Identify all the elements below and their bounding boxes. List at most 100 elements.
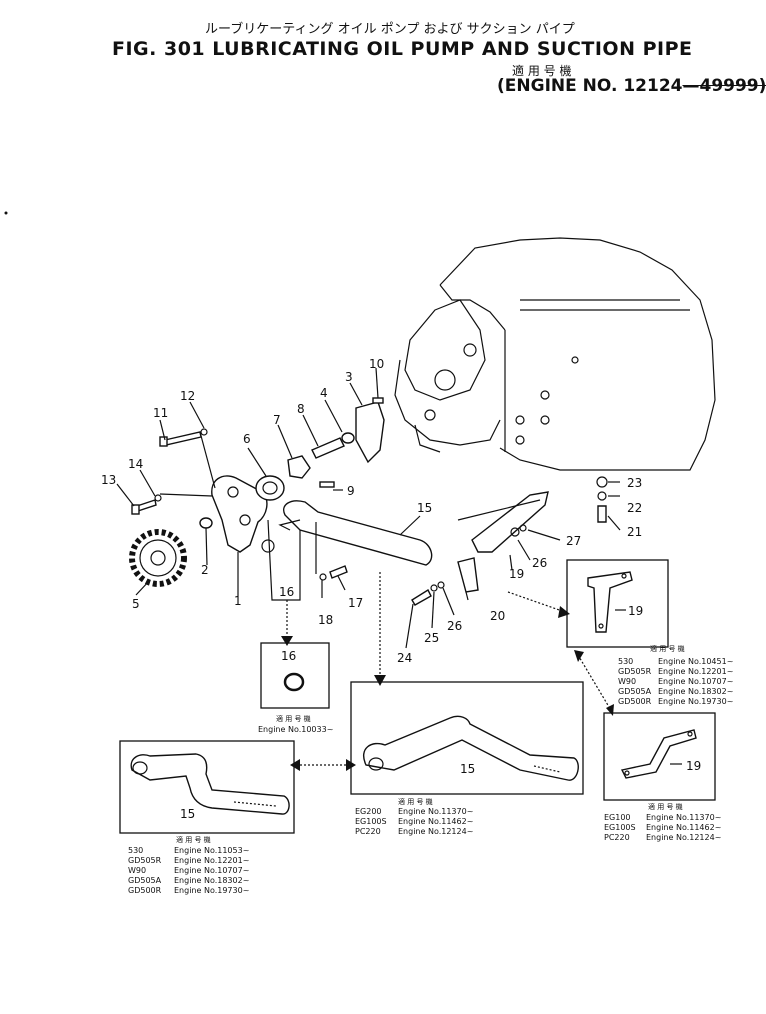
title-japanese: ルーブリケーティング オイル ポンプ および サクション パイプ: [205, 22, 575, 37]
o-ring-drawing: [283, 672, 305, 692]
applicable-label: 適 用 号 機: [512, 64, 572, 78]
engine-range: (ENGINE NO. 12124—49999): [497, 76, 766, 96]
bracket_top-row-2-model: W90: [618, 677, 636, 686]
pipe-center-drawing: [363, 715, 579, 781]
callout-11: 11: [153, 406, 168, 420]
engine-range-end: —49999): [682, 76, 766, 96]
bracket_top-row-1-model: GD505R: [618, 667, 652, 676]
pipe_center-row-1-engine: Engine No.11462~: [398, 817, 473, 826]
inset-pipe-center-applicable-label: 適 用 号 機: [398, 797, 433, 806]
washer-18: [319, 573, 327, 581]
bushing: [341, 432, 355, 444]
bracket_top-row-4-engine: Engine No.19730~: [658, 697, 733, 706]
callout-23: 23: [627, 476, 642, 490]
callout-9: 9: [347, 484, 355, 498]
inset-o-ring: 16 適 用 号 機 Engine No.10033~: [258, 642, 333, 734]
washer-26b: [510, 527, 520, 537]
bracket_top-row-2-engine: Engine No.10707~: [658, 677, 733, 686]
washer-25: [430, 584, 438, 592]
bracket_bottom-row-1-model: EG100S: [604, 823, 636, 832]
bolt-24: [411, 588, 432, 606]
callout-1: 1: [234, 594, 242, 608]
bracket_top-row-3-model: GD505A: [618, 687, 652, 696]
bracket-bottom-drawing: [620, 729, 697, 779]
inset-bracket-bottom-table: EG100 Engine No.11370~ EG100S Engine No.114…: [604, 813, 721, 842]
washer-14: [154, 494, 162, 502]
callout-14: 14: [128, 457, 143, 471]
pipe_left-row-1-model: GD505R: [128, 856, 162, 865]
bracket_bottom-row-2-model: PC220: [604, 833, 630, 842]
bracket_bottom-row-0-model: EG100: [604, 813, 631, 822]
washer-12: [200, 428, 208, 436]
rotor-pin: [319, 481, 335, 488]
inset-bracket-top-frame: [566, 559, 669, 648]
callout-13: 13: [101, 473, 116, 487]
bracket_top-row-3-engine: Engine No.18302~: [658, 687, 733, 696]
margin-dot: [4, 211, 8, 215]
callout-6: 6: [243, 432, 251, 446]
figure-title: FIG. 301 LUBRICATING OIL PUMP AND SUCTIO…: [112, 38, 693, 60]
clamp-20: [457, 557, 479, 593]
inset-pipe-left-part: 15: [180, 807, 195, 821]
washer-22: [597, 491, 607, 501]
inset-o-ring-engine-note: Engine No.10033~: [258, 725, 333, 734]
callout-15: 15: [417, 501, 432, 515]
bracket_bottom-row-0-engine: Engine No.11370~: [646, 813, 721, 822]
pipe_left-row-3-model: GD505A: [128, 876, 162, 885]
pipe_center-row-0-model: EG200: [355, 807, 382, 816]
bracket_top-row-0-engine: Engine No.10451~: [658, 657, 733, 666]
washer-23: [596, 476, 608, 488]
callout-12: 12: [180, 389, 195, 403]
bracket-19: [471, 491, 549, 553]
bracket_top-row-4-model: GD500R: [618, 697, 652, 706]
washer-26: [437, 581, 445, 589]
inset-bracket-bottom-frame: [603, 712, 716, 801]
inset-o-ring-frame: [260, 642, 330, 709]
bolt-21: [597, 505, 607, 523]
inset-pipe-center-part: 15: [460, 762, 475, 776]
pipe_left-row-2-engine: Engine No.10707~: [174, 866, 249, 875]
callout-20: 20: [490, 609, 505, 623]
bracket_bottom-row-2-engine: Engine No.12124~: [646, 833, 721, 842]
inset-bracket-top-table: 530 Engine No.10451~ GD505R Engine No.12201…: [618, 657, 733, 706]
callout-24: 24: [397, 651, 412, 665]
callout-4: 4: [320, 386, 328, 400]
bracket-top-drawing: [587, 571, 633, 633]
inner-rotor: [287, 455, 311, 479]
pipe_center-row-0-engine: Engine No.11370~: [398, 807, 473, 816]
collar: [199, 517, 213, 529]
engine-range-prefix: (ENGINE NO. 12124: [497, 76, 683, 96]
pipe_left-row-2-model: W90: [128, 866, 146, 875]
pipe_left-row-3-engine: Engine No.18302~: [174, 876, 249, 885]
exploded-parts-diagram: 1 2 3 4 5 6 7 8 9 10 11 12 13 14 15 16 1…: [4, 211, 733, 895]
pipe_left-row-0-engine: Engine No.11053~: [174, 846, 249, 855]
bracket_bottom-row-1-engine: Engine No.11462~: [646, 823, 721, 832]
callout-18: 18: [318, 613, 333, 627]
inset-pipe-left-frame: [119, 740, 295, 834]
inset-pipe-left-applicable-label: 適 用 号 機: [176, 835, 211, 844]
callout-8: 8: [297, 402, 305, 416]
pump-cover: [355, 401, 385, 464]
callout-17: 17: [348, 596, 363, 610]
callout-3: 3: [345, 370, 353, 384]
callout-21: 21: [627, 525, 642, 539]
pipe_center-row-2-model: PC220: [355, 827, 381, 836]
bracket_top-row-1-engine: Engine No.12201~: [658, 667, 733, 676]
pipe_left-row-4-model: GD500R: [128, 886, 162, 895]
callout-labels: 1 2 3 4 5 6 7 8 9 10 11 12 13 14 15 16 1…: [101, 357, 642, 665]
oil-pump-body: [211, 475, 268, 553]
callout-10: 10: [369, 357, 384, 371]
callout-19: 19: [509, 567, 524, 581]
pipe_center-row-2-engine: Engine No.12124~: [398, 827, 473, 836]
callout-25: 25: [424, 631, 439, 645]
inset-bracket-top-applicable-label: 適 用 号 機: [650, 644, 685, 653]
callout-22: 22: [627, 501, 642, 515]
bracket_top-row-0-model: 530: [618, 657, 633, 666]
inset-o-ring-part: 16: [281, 649, 296, 663]
bolt-13: [131, 499, 157, 515]
dowel-pin: [372, 397, 384, 404]
